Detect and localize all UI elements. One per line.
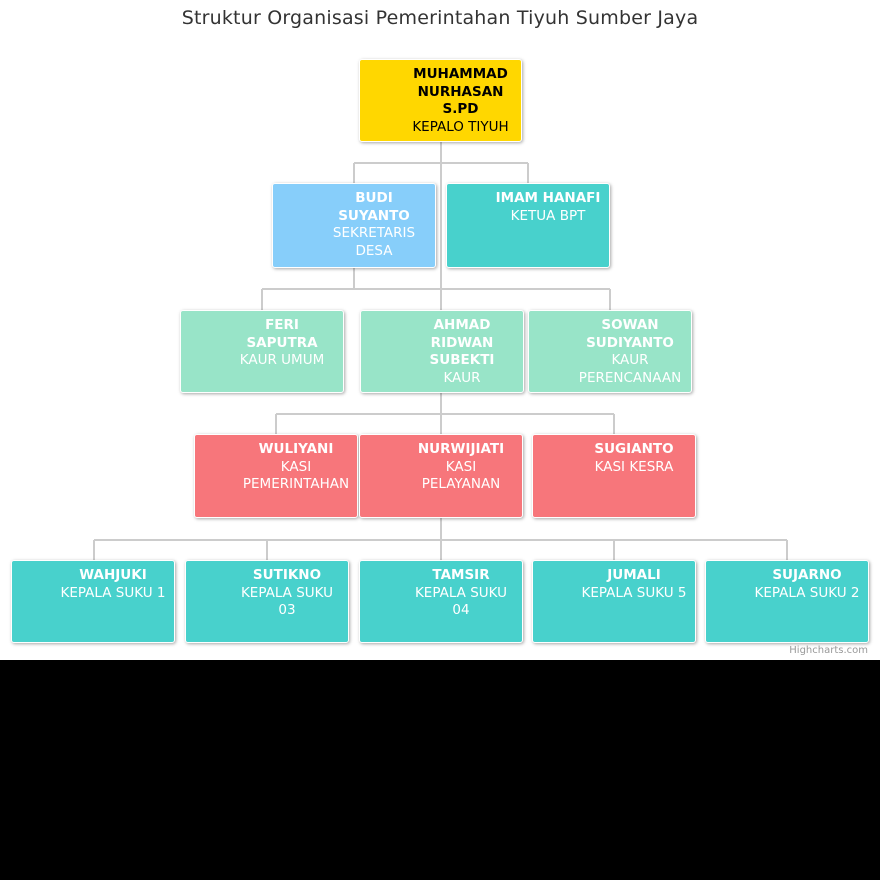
node-name: SUGIANTO [594, 441, 674, 457]
node-name: FERI SAPUTRA [246, 317, 318, 351]
node-kasi-kesra[interactable]: SUGIANTO KASI KESRA [532, 434, 696, 518]
node-kaur-umum[interactable]: FERI SAPUTRA KAUR UMUM [180, 310, 344, 393]
node-title: KAUR PERENCANAAN [578, 352, 682, 386]
node-title: KASI PELAYANAN [421, 458, 501, 493]
node-kepalo-tiyuh[interactable]: MUHAMMAD NURHASAN S.PD KEPALO TIYUH [359, 59, 522, 142]
node-sekretaris-desa[interactable]: BUDI SUYANTO SEKRETARIS DESA [272, 183, 436, 268]
node-title: KASI KESRA [594, 458, 674, 475]
node-kaur-perencanaan[interactable]: SOWAN SUDIYANTO KAUR PERENCANAAN [528, 310, 692, 393]
node-name: WULIYANI [258, 441, 334, 457]
node-name: TAMSIR [432, 567, 490, 583]
node-name: SOWAN SUDIYANTO [586, 317, 674, 351]
node-name: SUJARNO [772, 567, 842, 583]
node-title: SEKRETARIS DESA [332, 225, 416, 259]
node-name: NURWIJIATI [417, 441, 505, 457]
node-title: KEPALA SUKU 04 [414, 584, 508, 619]
connector-lines [93, 142, 788, 560]
node-name: JUMALI [607, 567, 661, 583]
node-title: KAUR UMUM [239, 352, 325, 368]
node-title: KEPALA SUKU 2 [754, 584, 860, 601]
chart-title: Struktur Organisasi Pemerintahan Tiyuh S… [181, 7, 699, 29]
connector-group [93, 142, 788, 560]
node-name: AHMAD RIDWAN SUBEKTI [429, 317, 495, 368]
node-title: KEPALA SUKU 5 [581, 584, 687, 601]
node-name: IMAM HANAFI [495, 190, 601, 206]
node-ketua-bpt[interactable]: IMAM HANAFI KETUA BPT [446, 183, 610, 268]
node-name: BUDI SUYANTO [338, 190, 410, 224]
empty-area [0, 660, 880, 880]
node-kepala-suku-1[interactable]: WAHJUKI KEPALA SUKU 1 [11, 560, 175, 643]
node-title: KEPALA SUKU 1 [60, 584, 166, 601]
node-kepala-suku-04[interactable]: TAMSIR KEPALA SUKU 04 [359, 560, 523, 643]
org-chart: Struktur Organisasi Pemerintahan Tiyuh S… [0, 0, 880, 660]
node-name: SUTIKNO [252, 567, 322, 583]
node-title: KEPALO TIYUH [412, 118, 509, 135]
node-name: WAHJUKI [79, 567, 147, 583]
connector-level-4 [93, 518, 788, 560]
node-name: MUHAMMAD NURHASAN S.PD [413, 66, 508, 117]
node-title: KEPALA SUKU 03 [240, 584, 334, 619]
node-kasi-pemerintahan[interactable]: WULIYANI KASI PEMERINTAHAN [194, 434, 358, 518]
node-kepala-suku-5[interactable]: JUMALI KEPALA SUKU 5 [532, 560, 696, 643]
node-kepala-suku-2[interactable]: SUJARNO KEPALA SUKU 2 [705, 560, 869, 643]
connector-level-3 [275, 393, 615, 434]
connector-level-2 [261, 163, 611, 310]
node-kaur[interactable]: AHMAD RIDWAN SUBEKTI KAUR [360, 310, 524, 393]
node-kasi-pelayanan[interactable]: NURWIJIATI KASI PELAYANAN [359, 434, 523, 518]
node-kepala-suku-03[interactable]: SUTIKNO KEPALA SUKU 03 [185, 560, 349, 643]
node-title: KETUA BPT [510, 207, 586, 224]
node-title: KAUR [443, 369, 481, 386]
highcharts-credit-link[interactable]: Highcharts.com [789, 645, 868, 656]
node-title: KASI PEMERINTAHAN [242, 458, 350, 493]
